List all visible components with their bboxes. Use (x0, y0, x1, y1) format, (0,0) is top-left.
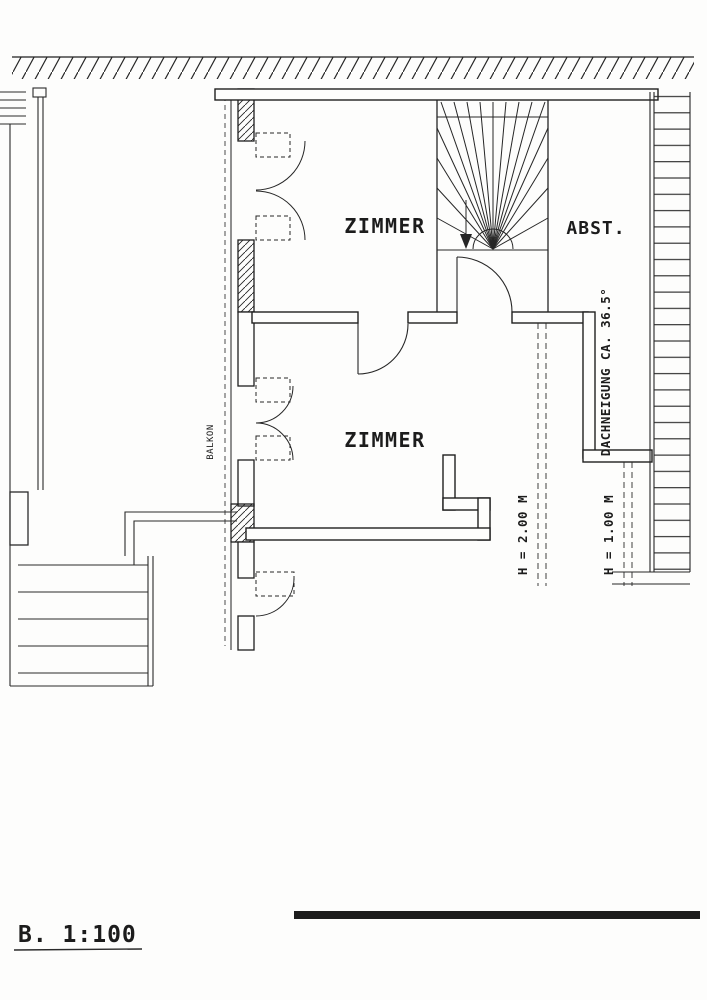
terrace-steps (10, 511, 237, 687)
window-sill (9, 491, 29, 546)
wall-pier-hatched (237, 239, 255, 313)
balcony-label: BALKON (206, 424, 216, 460)
exterior-left-wall (224, 88, 255, 651)
balcony-door-lower (255, 377, 294, 461)
structural-walls (214, 88, 659, 541)
room-label-zimmer-bottom: ZIMMER (344, 428, 425, 452)
height-line-2m (537, 323, 547, 586)
balcony-railing (32, 87, 47, 490)
staircase (436, 100, 549, 312)
storage-bottom-wall (582, 449, 653, 463)
scale-text: B. 1:100 (18, 922, 137, 948)
middle-wall-right (511, 311, 589, 324)
middle-wall-left (251, 311, 359, 324)
stair-hall-door (456, 256, 513, 313)
middle-wall-center (407, 311, 458, 324)
lower-left-door (255, 571, 295, 617)
balcony-door-upper (255, 132, 306, 241)
height-line-1m (623, 462, 633, 586)
middle-wall-door (357, 323, 409, 375)
storage-side-wall (582, 311, 596, 459)
top-wall-hatch-band (12, 56, 694, 79)
stair-direction-arrow (460, 200, 472, 249)
roof-slope-band (612, 92, 691, 585)
left-edge-wall (0, 91, 29, 686)
top-wall (214, 88, 659, 101)
lower-room-bottom-wall (245, 527, 491, 541)
scale-note: B. 1:100 (13, 922, 143, 951)
roof-pitch-annotation: DACHNEIGUNG CA. 36.5° (598, 288, 613, 457)
room-label-abstellraum: ABST. (566, 218, 625, 239)
bottom-separator-bar (294, 911, 700, 919)
height-annotation-1m: H = 1.00 M (601, 495, 616, 575)
height-annotation-2m: H = 2.00 M (515, 495, 530, 575)
room-label-zimmer-top: ZIMMER (344, 214, 425, 238)
